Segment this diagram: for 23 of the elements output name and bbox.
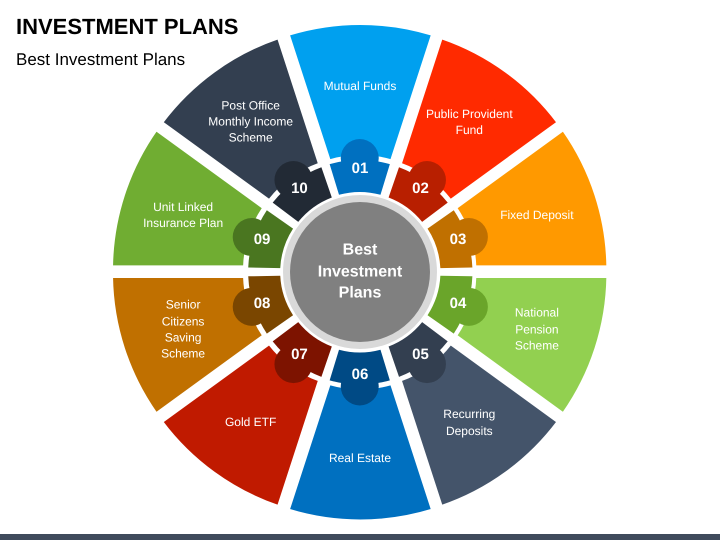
step-number: 05: [411, 345, 430, 366]
plan-label: National Pension Scheme: [514, 305, 560, 354]
plan-label: Senior Citizens Saving Scheme: [160, 297, 206, 362]
plan-label: Fixed Deposit: [499, 206, 575, 223]
subtitle: Best Investment Plans: [16, 50, 186, 70]
step-number: 02: [411, 178, 430, 199]
step-number: 04: [448, 294, 468, 314]
plan-label: Real Estate: [328, 450, 392, 466]
step-number: 09: [252, 230, 272, 250]
step-number: 10: [290, 178, 309, 199]
plan-label: Gold ETF: [224, 414, 278, 431]
center-title: Best Investment Plans: [316, 240, 404, 304]
plan-label: Recurring Deposits: [442, 406, 496, 439]
plan-label: Post Office Monthly Income Scheme: [207, 97, 294, 146]
step-number: 06: [350, 364, 370, 385]
plan-label: Mutual Funds: [322, 78, 398, 94]
title: INVESTMENT PLANS: [16, 14, 238, 40]
step-number: 03: [448, 230, 468, 250]
step-number: 01: [350, 158, 370, 179]
plan-label: Public Provident Fund: [424, 105, 514, 138]
step-number: 08: [252, 294, 272, 314]
plan-label: Unit Linked Insurance Plan: [142, 198, 224, 231]
step-number: 07: [290, 345, 309, 366]
